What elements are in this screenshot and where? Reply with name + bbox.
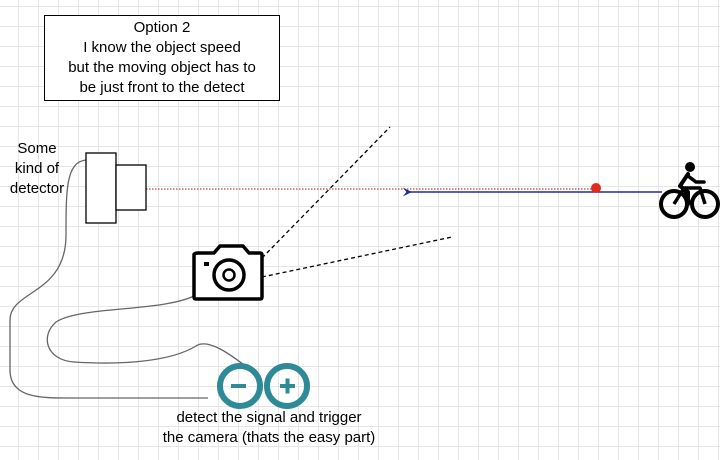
arduino-caption: detect the signal and trigger the camera…: [130, 408, 408, 448]
arduino-caption-line: detect the signal and trigger: [176, 409, 362, 426]
detector-label-line: detector: [9, 180, 65, 197]
option-note-box: Option 2 I know the object speed but the…: [44, 15, 280, 101]
camera-cable: [46, 295, 249, 369]
cyclist-icon: [659, 162, 720, 219]
note-line: be just front to the detect: [79, 79, 245, 96]
note-line: I know the object speed: [83, 39, 241, 56]
note-line-title: Option 2: [133, 19, 191, 36]
red-dot: [591, 183, 601, 193]
detector-label-line: Some: [17, 140, 57, 157]
note-line: but the moving object has to: [68, 59, 256, 76]
detector-label: Some kind of detector: [2, 139, 72, 199]
detector-label-line: kind of: [14, 160, 60, 177]
arduino-logo-icon: [217, 363, 310, 409]
detector-box-icon: [85, 152, 147, 224]
camera-view-line-upper: [261, 126, 391, 259]
detector-cable: [9, 159, 208, 399]
camera-view-line-lower: [261, 236, 453, 278]
camera-icon[interactable]: [192, 244, 264, 301]
arduino-caption-line: the camera (thats the easy part): [162, 429, 376, 446]
